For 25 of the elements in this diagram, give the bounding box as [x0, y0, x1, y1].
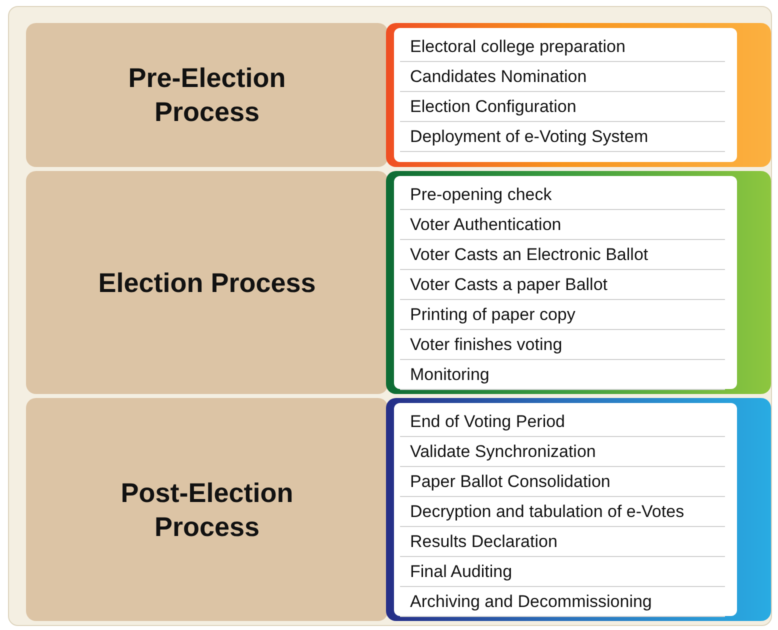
step-item: Paper Ballot Consolidation [400, 467, 725, 497]
step-item: Voter finishes voting [400, 330, 725, 360]
step-item: Archiving and Decommissioning [400, 587, 725, 617]
step-item: Monitoring [400, 360, 725, 390]
step-item: Voter Casts an Electronic Ballot [400, 240, 725, 270]
section-heading: Post-Election Process [120, 476, 294, 544]
section-heading: Pre-Election Process [127, 62, 287, 129]
step-item: Electoral college preparation [400, 32, 725, 62]
step-item: Decryption and tabulation of e-Votes [400, 497, 725, 527]
step-item: Results Declaration [400, 527, 725, 557]
section-band [26, 398, 388, 621]
step-item: Deployment of e-Voting System [400, 122, 725, 152]
step-item: Pre-opening check [400, 180, 725, 210]
step-item: Voter Casts a paper Ballot [400, 270, 725, 300]
step-item: Validate Synchronization [400, 437, 725, 467]
step-item: Printing of paper copy [400, 300, 725, 330]
section-band [26, 23, 388, 167]
section-band [26, 171, 388, 394]
step-item: Final Auditing [400, 557, 725, 587]
step-panel [386, 23, 771, 167]
step-item: Election Configuration [400, 92, 725, 122]
step-item: Candidates Nomination [400, 62, 725, 92]
step-item: End of Voting Period [400, 407, 725, 437]
section-heading: Election Process [97, 266, 317, 300]
step-item: Voter Authentication [400, 210, 725, 240]
